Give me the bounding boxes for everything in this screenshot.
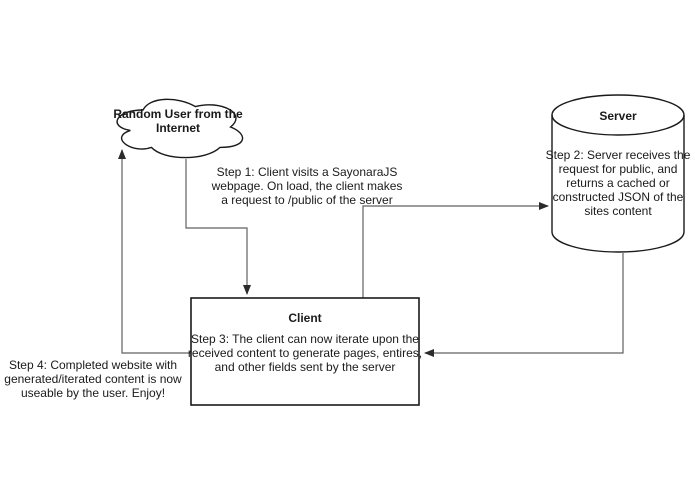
server-step2-text: Step 2: Server receives the request for … [545,148,691,218]
step4-edge-label: Step 4: Completed website with generated… [4,358,182,400]
client-title: Client [288,311,322,325]
edge-client-to-server [362,202,549,298]
client-step3-text: Step 3: The client can now iterate upon … [187,332,423,374]
user-cloud-label: Random User from the Internet [113,107,243,135]
edge-user-to-client [185,159,251,295]
server-cylinder-shape [551,94,685,253]
edge-server-to-client [424,253,624,357]
server-title: Server [599,109,637,123]
step1-edge-label: Step 1: Client visits a SayonaraJS webpa… [211,165,403,207]
edge-client-to-user [118,149,191,354]
client-box-shape [190,297,420,406]
user-cloud-shape [116,98,244,159]
